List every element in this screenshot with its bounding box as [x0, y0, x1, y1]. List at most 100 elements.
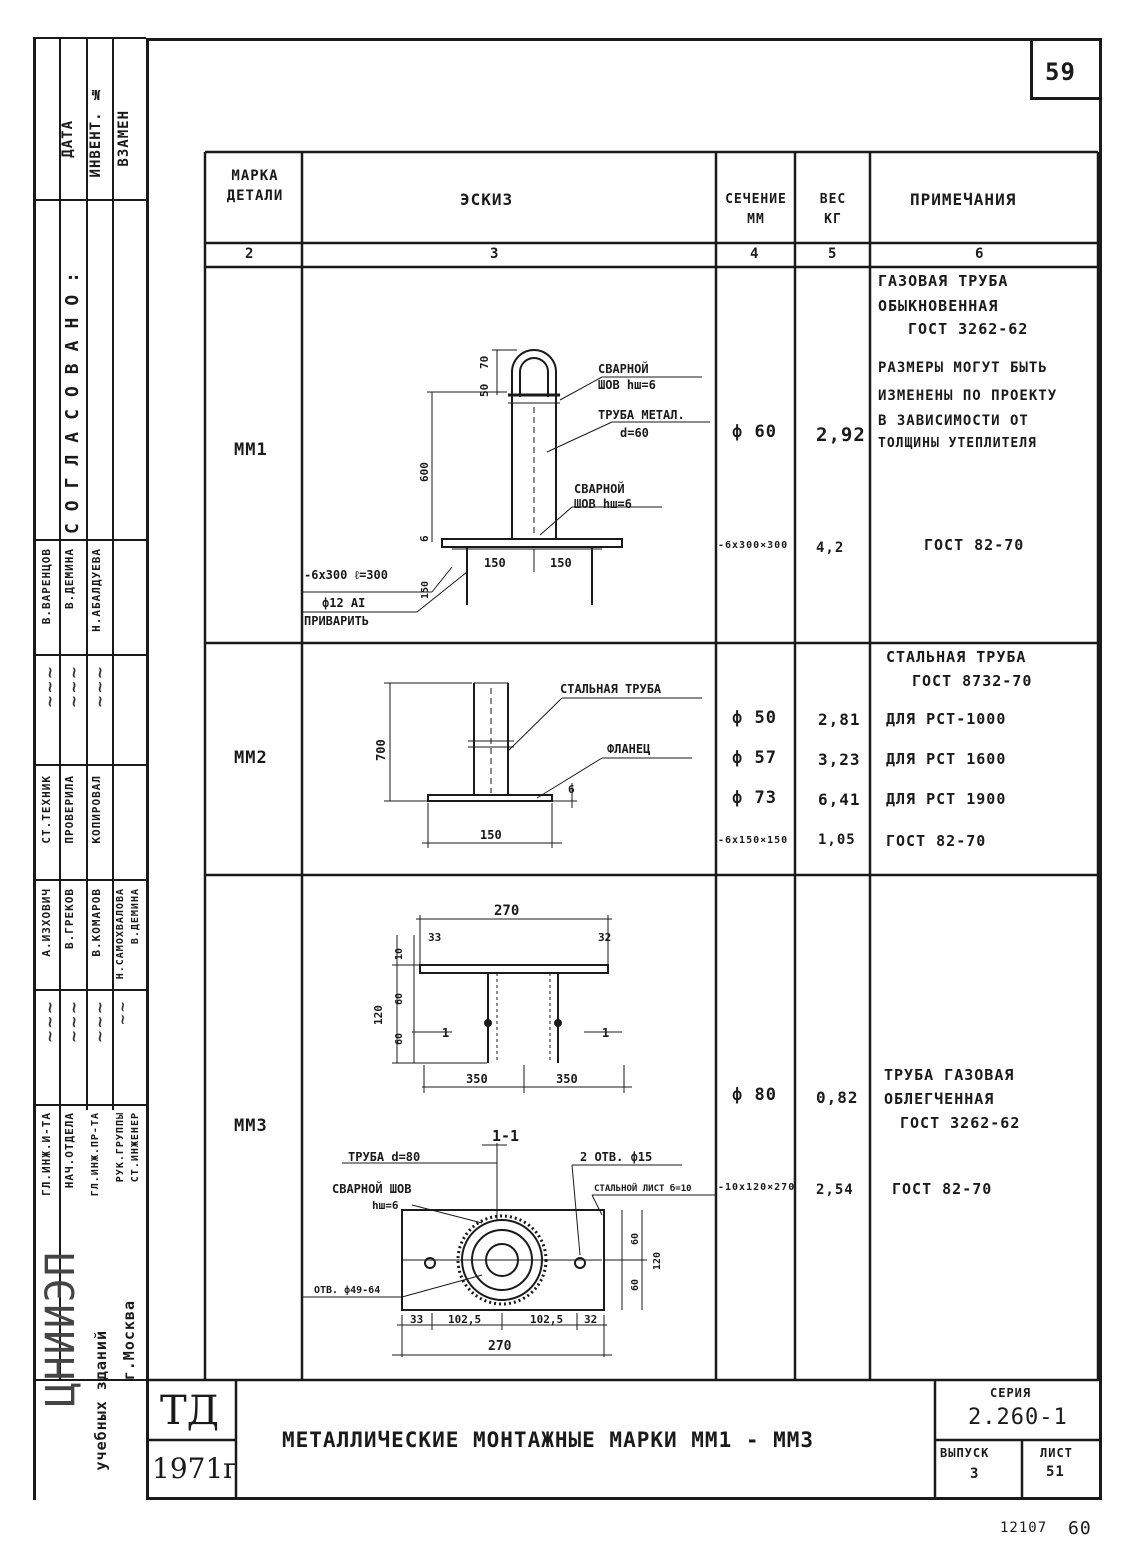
- row-mm2-section-3: ф 73: [732, 788, 777, 808]
- colnum-3: 3: [490, 246, 500, 262]
- mm1-dim-6: 6: [418, 535, 431, 542]
- mm3-bdim-270: 270: [488, 1339, 512, 1354]
- mm3-label-sheet: СТАЛЬНОЙ ЛИСТ б=10: [594, 1182, 692, 1194]
- row-mm1-note-2: ОБЫКНОВЕННАЯ: [878, 297, 999, 315]
- row-mm1-note-8: ГОСТ 82-70: [924, 536, 1025, 554]
- header-mark: МАРКА ДЕТАЛИ: [226, 168, 284, 204]
- sheet-value: 51: [1046, 1464, 1065, 1480]
- mm3-section-title: 1-1: [492, 1127, 519, 1145]
- header-sketch: ЭСКИЗ: [460, 190, 514, 209]
- row-mm2-section-4: -6x150×150: [718, 835, 789, 846]
- sheet-label: ЛИСТ: [1040, 1446, 1073, 1460]
- row-mm1-note-5: ИЗМЕНЕНЫ ПО ПРОЕКТУ: [878, 388, 1058, 404]
- mm1-dim-150b: 150: [550, 556, 572, 570]
- row-mm2-note-3: ДЛЯ РСТ-1000: [886, 710, 1007, 728]
- row-mm1-note-3: ГОСТ 3262-62: [908, 320, 1029, 338]
- sketch-mm1: СВАРНОЙ ШОВ hш=6 ТРУБА МЕТАЛ. d=60 СВАРН…: [302, 349, 710, 628]
- mm1-dim-70: 70: [478, 356, 491, 369]
- issue-value: 3: [970, 1466, 980, 1482]
- sketch-mm2: СТАЛЬНАЯ ТРУБА ФЛАНЕЦ 700 6 150: [374, 682, 702, 848]
- mm3-dim-10: 10: [394, 948, 405, 960]
- mm1-dim-150c: 150: [420, 581, 431, 599]
- mm1-label-4: d=60: [620, 426, 649, 440]
- mm2-dim-700: 700: [374, 739, 388, 761]
- header-weight: ВЕС КГ: [819, 192, 847, 227]
- mm3-dim-60b: 60: [394, 1033, 405, 1045]
- row-mm2-note-6: ГОСТ 82-70: [886, 832, 987, 850]
- row-mm2-section-2: ф 57: [732, 748, 777, 768]
- row-mm3-note-4: ГОСТ 82-70: [892, 1180, 993, 1198]
- series-value: 2.260-1: [968, 1405, 1068, 1430]
- header-notes: ПРИМЕЧАНИЯ: [910, 190, 1017, 209]
- title-year: 1971г: [152, 1452, 238, 1485]
- row-mm2-mark: ММ2: [234, 748, 268, 768]
- mm3-cut-1b: 1: [602, 1026, 609, 1040]
- row-mm2-note-1: СТАЛЬНАЯ ТРУБА: [886, 648, 1027, 666]
- mm1-label-9: ПРИВАРИТЬ: [304, 614, 369, 628]
- mm1-dim-600: 600: [418, 462, 431, 482]
- side-stamp-grid: [33, 37, 146, 1381]
- footer-page: 60: [1068, 1518, 1092, 1539]
- sheet-frame: [146, 38, 1102, 1500]
- mm3-label-weld-h: hш=6: [372, 1199, 399, 1212]
- mm3-dim-350a: 350: [466, 1072, 488, 1086]
- mm3-label-hole: ОТВ. ф49-64: [314, 1284, 380, 1296]
- row-mm3-mark: ММ3: [234, 1116, 268, 1136]
- mm3-bdim-120: 120: [652, 1252, 663, 1270]
- mm1-dim-150a: 150: [484, 556, 506, 570]
- row-mm2-weight-1: 2,81: [818, 710, 861, 729]
- mm2-dim-6: 6: [568, 783, 575, 796]
- mm3-dim-270: 270: [494, 903, 519, 919]
- footer-code: 12107: [1000, 1520, 1048, 1536]
- mm3-label-weld: СВАРНОЙ ШОВ: [332, 1181, 411, 1196]
- mm1-dim-50: 50: [478, 384, 491, 397]
- mm3-cut-1a: 1: [442, 1026, 449, 1040]
- mm2-label-2: ФЛАНЕЦ: [607, 742, 650, 756]
- row-mm1-note-1: ГАЗОВАЯ ТРУБА: [878, 272, 1009, 290]
- row-mm2-weight-3: 6,41: [818, 790, 861, 809]
- row-mm1-weight-2: 4,2: [816, 540, 845, 556]
- mm1-u-bend: [511, 349, 557, 397]
- row-mm2-note-5: ДЛЯ РСТ 1900: [886, 790, 1007, 808]
- mm1-label-5: СВАРНОЙ: [574, 481, 625, 496]
- mm3-bdim-32: 32: [584, 1313, 597, 1326]
- colnum-4: 4: [750, 246, 760, 262]
- row-mm2-weight-4: 1,05: [818, 832, 856, 848]
- row-mm3-weight-1: 0,82: [816, 1088, 859, 1107]
- row-mm1-weight-1: 2,92: [816, 424, 866, 446]
- row-mm3-section-1: ф 80: [732, 1085, 777, 1105]
- row-mm1-mark: ММ1: [234, 440, 268, 460]
- mm3-bdim-102a: 102,5: [448, 1313, 481, 1326]
- mm1-label-3: ТРУБА МЕТАЛ.: [598, 408, 685, 422]
- mm1-label-6: ШОВ hш=6: [574, 497, 632, 511]
- mm3-bdim-102b: 102,5: [530, 1313, 563, 1326]
- mm1-label-7: -6x300 ℓ=300: [304, 568, 388, 582]
- colnum-6: 6: [975, 246, 985, 262]
- mm3-dim-33: 33: [428, 931, 441, 944]
- mm3-dim-350b: 350: [556, 1072, 578, 1086]
- mm3-dim-32: 32: [598, 931, 611, 944]
- colnum-2: 2: [245, 246, 255, 262]
- row-mm1-note-4: РАЗМЕРЫ МОГУТ БЫТЬ: [878, 360, 1048, 376]
- mm3-dim-60a: 60: [394, 993, 405, 1005]
- side-stamp: [33, 38, 146, 1500]
- sketch-mm3-top: 270 33 32 10 60 120 60 1 1 350 350: [372, 903, 632, 1093]
- row-mm3-weight-2: 2,54: [816, 1182, 854, 1198]
- row-mm2-weight-2: 3,23: [818, 750, 861, 769]
- mm3-dim-120: 120: [372, 1005, 385, 1025]
- row-mm1-section-1: ф 60: [732, 422, 777, 442]
- row-mm2-section-1: ф 50: [732, 708, 777, 728]
- mm3-top-plate: [419, 964, 609, 974]
- mm1-plate: [441, 538, 623, 548]
- sketch-mm3-section: 1-1 ТРУБА d=80 СВАРНОЙ ШОВ hш=6 2 ОТВ. ф…: [302, 1127, 716, 1357]
- mm1-label-1: СВАРНОЙ: [598, 361, 649, 376]
- issue-label: ВЫПУСК: [940, 1446, 990, 1460]
- mm3-bdim-60b: 60: [630, 1279, 641, 1291]
- row-mm1-section-2: -6x300×300: [718, 540, 789, 551]
- mm1-label-8: ф12 АI: [322, 596, 365, 610]
- mm2-label-1: СТАЛЬНАЯ ТРУБА: [560, 682, 662, 696]
- row-mm2-note-4: ДЛЯ РСТ 1600: [886, 750, 1007, 768]
- mm3-label-pipe: ТРУБА d=80: [348, 1150, 420, 1164]
